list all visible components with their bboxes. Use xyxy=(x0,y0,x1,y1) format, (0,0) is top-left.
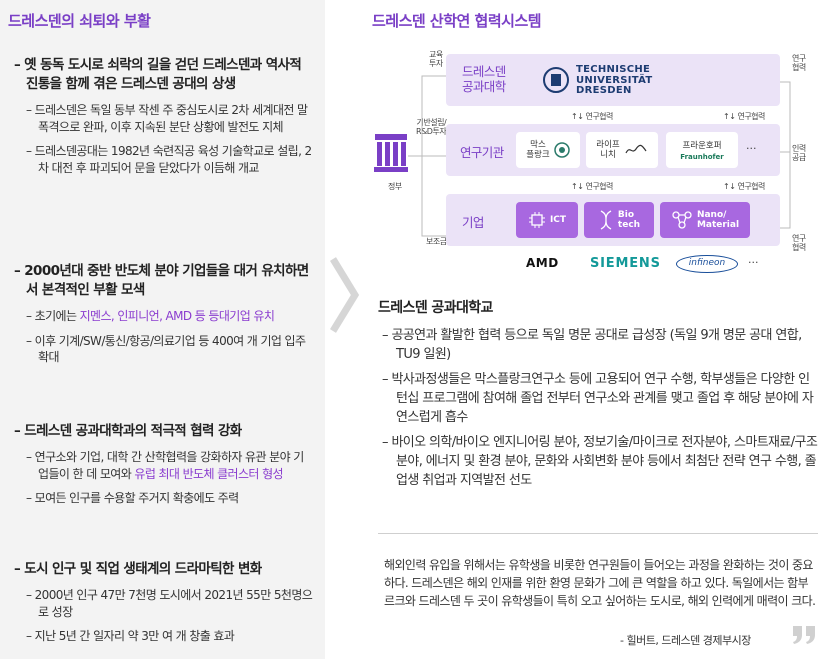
tile-biotech: Bio tech xyxy=(584,202,654,238)
cooperation-diagram: 교육 투자 기반설립/ R&D투자 정부 보조금 드레스덴 공과대학 TECHN… xyxy=(368,48,823,278)
brand-infineon-logo: infineon xyxy=(676,255,738,273)
right-section-title: 드레스덴 산학연 협력시스템 xyxy=(372,12,542,30)
fraunhofer-logo: Fraunhofer xyxy=(680,153,724,161)
coop-label-2: ↑↓ 연구협력 xyxy=(723,112,765,121)
label-subsidy: 보조금 xyxy=(426,237,447,246)
brand-siemens-logo: SIEMENS xyxy=(590,256,661,271)
left-item-4: – 도시 인구 및 직업 생태계의 드라마틱한 변화 – 2000년 인구 47… xyxy=(8,560,313,645)
right-feedback-lines xyxy=(780,81,791,229)
left-item-1-sub-1: – 드레스덴은 독일 동부 작센 주 중심도시로 2차 세계대전 말 폭격으로 … xyxy=(26,103,308,134)
chip-icon xyxy=(528,212,545,228)
label-government: 정부 xyxy=(388,182,402,191)
government-building-icon xyxy=(374,134,408,172)
band-corp-label: 기업 xyxy=(462,215,484,230)
quote-mark-icon xyxy=(793,626,815,644)
brand-ellipsis: ··· xyxy=(748,256,759,269)
max-planck-emblem-icon xyxy=(553,142,570,158)
left-item-4-sub-1: – 2000년 인구 47만 7천명 도시에서 2021년 55만 5천명으로 … xyxy=(26,588,313,619)
coop-label-1: ↑↓ 연구협력 xyxy=(571,112,613,121)
left-item-3: – 드레스덴 공과대학과의 적극적 협력 강화 – 연구소와 기업, 대학 간 … xyxy=(8,422,313,507)
label-rnd-invest: 기반설립/ R&D투자 xyxy=(416,118,447,136)
card-fraunhofer: 프라운호퍼 Fraunhofer xyxy=(666,132,738,168)
coop-label-3: ↑↓ 연구협력 xyxy=(571,182,613,191)
label-education-invest: 교육 투자 xyxy=(429,50,443,68)
band-corporations: 기업 ICT Bio tech Nano/ Material xyxy=(446,194,780,246)
quote-source: - 힐버트, 드레스덴 경제부시장 xyxy=(620,634,751,647)
quote-divider xyxy=(378,533,818,534)
left-item-2: – 2000년대 중반 반도체 분야 기업들을 대거 유치하면서 본격적인 부활… xyxy=(8,262,313,366)
label-research-coop-top: 연구 협력 xyxy=(792,54,806,72)
left-section-title: 드레스덴의 쇠퇴와 부활 xyxy=(8,12,151,30)
government-connector-lines xyxy=(408,73,448,237)
molecule-icon xyxy=(672,211,692,229)
right-point-1: – 공공연과 활발한 협력 등으로 독일 명문 공대로 급성장 (독일 9개 명… xyxy=(382,328,802,362)
label-talent-supply: 인력 공급 xyxy=(792,144,806,162)
right-point-3: – 바이오 의학/바이오 엔지니어링 분야, 정보기술/마이크로 전자분야, 스… xyxy=(382,435,818,488)
left-item-3-sub-2: – 모여든 인구를 수용할 주거지 확충에도 주력 xyxy=(26,491,239,505)
quote-text: 해외인력 유입을 위해서는 유학생을 비롯한 연구원들이 들어오는 과정을 완화… xyxy=(384,558,816,608)
left-item-1: – 옛 동독 도시로 쇠락의 길을 걷던 드레스덴과 역사적 진통을 함께 겪은… xyxy=(8,56,313,176)
brand-amd-logo: AMD xyxy=(526,256,559,270)
band-university-label: 드레스덴 공과대학 xyxy=(462,64,506,94)
left-panel: 드레스덴의 쇠퇴와 부활 – 옛 동독 도시로 쇠락의 길을 걷던 드레스덴과 … xyxy=(0,0,325,659)
left-item-3-sub-1: – 연구소와 기업, 대학 간 산학협력을 강화하자 유관 분야 기업들이 한 … xyxy=(26,450,304,481)
label-research-coop-bottom: 연구 협력 xyxy=(792,234,806,252)
right-sub-title: 드레스덴 공과대학교 xyxy=(378,300,493,316)
left-item-2-sub-2: – 이후 기계/SW/통신/항공/의료기업 등 400여 개 기업 입주 확대 xyxy=(26,333,306,365)
chevron-right-icon xyxy=(330,257,360,333)
band-research-institutes: 연구기관 막스 플랑크 라이프 니치 프라운호퍼 Fraunhofer ··· xyxy=(446,124,780,176)
band-university: 드레스덴 공과대학 TECHNISCHE UNIVERSITÄT DRESDEN xyxy=(446,54,780,106)
band-research-label: 연구기관 xyxy=(460,145,504,160)
left-item-4-head: – 도시 인구 및 직업 생태계의 드라마틱한 변화 xyxy=(14,561,262,577)
left-item-2-sub-1: – 초기에는 지멘스, 인피니언, AMD 등 등대기업 유치 xyxy=(26,309,275,323)
tile-ict: ICT xyxy=(516,202,578,238)
card-max-planck: 막스 플랑크 xyxy=(516,132,580,168)
left-item-1-head: – 옛 동독 도시로 쇠락의 길을 걷던 드레스덴과 역사적 진통을 함께 겪은… xyxy=(14,57,302,92)
tu-dresden-emblem-icon xyxy=(543,67,569,93)
left-item-2-head: – 2000년대 중반 반도체 분야 기업들을 대거 유치하면서 본격적인 부활… xyxy=(14,263,309,298)
research-ellipsis: ··· xyxy=(746,142,757,155)
tile-nano-material: Nano/ Material xyxy=(660,202,750,238)
right-points: – 공공연과 활발한 협력 등으로 독일 명문 공대로 급성장 (독일 9개 명… xyxy=(378,326,818,490)
dna-icon xyxy=(600,210,612,230)
card-leibniz: 라이프 니치 xyxy=(586,132,658,168)
right-point-2: – 박사과정생들은 막스플랑크연구소 등에 고용되어 연구 수행, 학부생들은 … xyxy=(382,372,814,425)
left-item-1-sub-2: – 드레스덴공대는 1982년 숙련직공 육성 기술학교로 설립, 2차 대전 … xyxy=(26,144,312,175)
tu-dresden-logo-text: TECHNISCHE UNIVERSITÄT DRESDEN xyxy=(576,64,653,96)
leibniz-signature-icon xyxy=(625,144,647,154)
left-item-3-head: – 드레스덴 공과대학과의 적극적 협력 강화 xyxy=(14,423,242,439)
coop-label-4: ↑↓ 연구협력 xyxy=(723,182,765,191)
left-item-4-sub-2: – 지난 5년 간 일자리 약 3만 여 개 창출 효과 xyxy=(26,629,235,643)
